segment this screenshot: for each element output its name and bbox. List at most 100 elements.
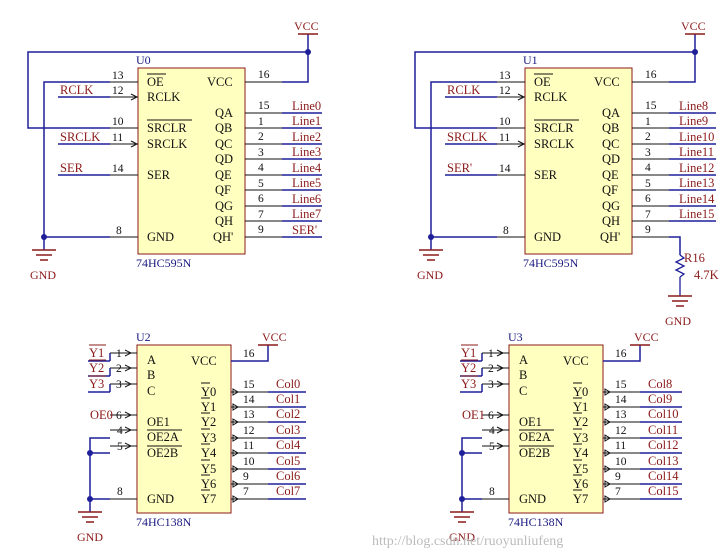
u1-right-pins bbox=[632, 81, 669, 238]
net-label-col9: Col9 bbox=[648, 392, 672, 406]
u0-pin-num-9: 9 bbox=[258, 224, 264, 236]
net-label-col10: Col10 bbox=[648, 407, 679, 421]
u1-pin-num-3: 3 bbox=[645, 147, 651, 159]
u3-pin-y3: Y3 bbox=[573, 431, 588, 445]
u1-pin-vcc: VCC bbox=[594, 75, 620, 89]
u3-pin-num-6: 6 bbox=[488, 410, 494, 422]
u1-pin-qa: QA bbox=[602, 106, 620, 120]
u1-pin-num-16: 16 bbox=[645, 69, 657, 81]
resistor-r16-ref: R16 bbox=[684, 251, 705, 265]
chip-u3-body bbox=[508, 344, 604, 514]
u1-gnd-label: GND bbox=[417, 268, 443, 282]
net-label-rclk-u1: RCLK bbox=[447, 83, 480, 97]
u2-output-bars bbox=[201, 382, 210, 491]
net-label-line12: Line12 bbox=[679, 161, 714, 175]
u1-wiring bbox=[414, 34, 696, 250]
u3-left-pins bbox=[482, 349, 509, 500]
u3-pin-y6: Y6 bbox=[573, 477, 588, 491]
u3-pin-num-14: 14 bbox=[615, 394, 627, 406]
watermark: http://blog.csdn.net/ruoyunliufeng bbox=[372, 534, 563, 549]
net-label-line15: Line15 bbox=[679, 207, 714, 221]
chip-u3-ref: U3 bbox=[508, 330, 523, 344]
u1-pin-num-7: 7 bbox=[645, 209, 651, 221]
u0-pin-qa: QA bbox=[215, 106, 233, 120]
u1-pin-oe: OE bbox=[534, 75, 551, 89]
u0-pin-qh-prime: QH' bbox=[213, 230, 233, 244]
u3-output-wires bbox=[640, 391, 682, 500]
u3-net-overbars bbox=[461, 344, 478, 377]
u2-pin-num-10: 10 bbox=[243, 456, 255, 468]
u2-gnd-symbol bbox=[78, 511, 102, 523]
net-label-y1-u3: Y1 bbox=[461, 346, 476, 360]
net-label-col15: Col15 bbox=[648, 484, 679, 498]
net-label-col7: Col7 bbox=[276, 484, 300, 498]
u3-pin-num-10: 10 bbox=[615, 456, 627, 468]
u1-vcc-label: VCC bbox=[681, 19, 706, 33]
u3-pin-y5: Y5 bbox=[573, 462, 588, 476]
u1-pin-num-11: 11 bbox=[499, 132, 510, 144]
u0-pin-qe: QE bbox=[215, 168, 232, 182]
u1-pin-num-14: 14 bbox=[499, 163, 511, 175]
chip-u0-ref: U0 bbox=[136, 53, 151, 67]
chip-u1-ref: U1 bbox=[523, 53, 538, 67]
u2-pin-vcc: VCC bbox=[191, 354, 217, 368]
u1-pin-rclk: RCLK bbox=[534, 90, 567, 104]
u3-output-bars bbox=[573, 382, 582, 491]
chip-u0-body bbox=[137, 67, 246, 255]
u0-pin-srclk: SRCLK bbox=[147, 137, 187, 151]
u3-pin-y4: Y4 bbox=[573, 446, 589, 460]
u1-pin-qh: QH bbox=[602, 214, 620, 228]
u2-pin-num-4: 4 bbox=[117, 425, 123, 437]
net-label-srclk-u1: SRCLK bbox=[447, 130, 487, 144]
u0-vcc-junction bbox=[305, 49, 311, 55]
u0-pin-num-4: 4 bbox=[258, 162, 264, 174]
u2-output-wires bbox=[268, 391, 306, 500]
u1-pin-qh-prime: QH' bbox=[600, 230, 620, 244]
chip-u0-part: 74HC595N bbox=[136, 256, 192, 270]
u2-pin-num-1: 1 bbox=[116, 348, 122, 360]
u2-pin-y1: Y1 bbox=[201, 400, 216, 414]
u1-pin-num-2: 2 bbox=[645, 131, 651, 143]
u2-pin-num-3: 3 bbox=[116, 379, 122, 391]
u1-pin-gnd: GND bbox=[534, 230, 561, 244]
net-label-oe0: OE0 bbox=[90, 408, 113, 422]
u0-pin-num-1: 1 bbox=[258, 116, 264, 128]
u2-pin-a: A bbox=[147, 353, 156, 367]
u3-right-pins bbox=[603, 360, 640, 503]
u2-pin-num-9: 9 bbox=[243, 471, 249, 483]
u2-pin-num-11: 11 bbox=[243, 440, 254, 452]
u3-gnd-label: GND bbox=[449, 530, 475, 544]
net-label-col1: Col1 bbox=[276, 392, 300, 406]
u2-pin-y4: Y4 bbox=[201, 446, 217, 460]
u2-pin-y0: Y0 bbox=[201, 385, 216, 399]
u2-pin-num-13: 13 bbox=[243, 409, 255, 421]
net-label-col12: Col12 bbox=[648, 438, 679, 452]
u0-pin-num-10: 10 bbox=[112, 116, 124, 128]
u1-left-pins bbox=[497, 81, 526, 238]
u3-pin-y1: Y1 bbox=[573, 400, 588, 414]
u3-pin-y0: Y0 bbox=[573, 385, 588, 399]
u2-pin-y6: Y6 bbox=[201, 477, 216, 491]
u3-pin-num-5: 5 bbox=[489, 441, 495, 453]
net-label-line13: Line13 bbox=[679, 176, 714, 190]
chip-u2-part: 74HC138N bbox=[136, 515, 192, 529]
u2-pin-num-8: 8 bbox=[117, 486, 123, 498]
chip-u3-part: 74HC138N bbox=[508, 515, 564, 529]
u1-gnd-junction bbox=[428, 234, 434, 240]
u3-pin-num-3: 3 bbox=[488, 379, 494, 391]
u0-pin-num-14: 14 bbox=[112, 163, 124, 175]
u3-pin-num-9: 9 bbox=[615, 471, 621, 483]
u1-pin-num-5: 5 bbox=[645, 178, 651, 190]
chip-u2-ref: U2 bbox=[136, 330, 151, 344]
u2-pin-y3: Y3 bbox=[201, 431, 216, 445]
net-label-y1-u2: Y1 bbox=[89, 346, 104, 360]
u0-gnd-junction bbox=[41, 234, 47, 240]
u1-pin-num-4: 4 bbox=[645, 162, 651, 174]
net-label-ser-prime-out: SER' bbox=[292, 223, 317, 237]
u0-pin-num-15: 15 bbox=[258, 100, 270, 112]
u1-pin-num-15: 15 bbox=[645, 100, 657, 112]
u0-vcc-label: VCC bbox=[294, 19, 319, 33]
net-label-line10: Line10 bbox=[679, 130, 714, 144]
net-label-line7: Line7 bbox=[292, 207, 321, 221]
